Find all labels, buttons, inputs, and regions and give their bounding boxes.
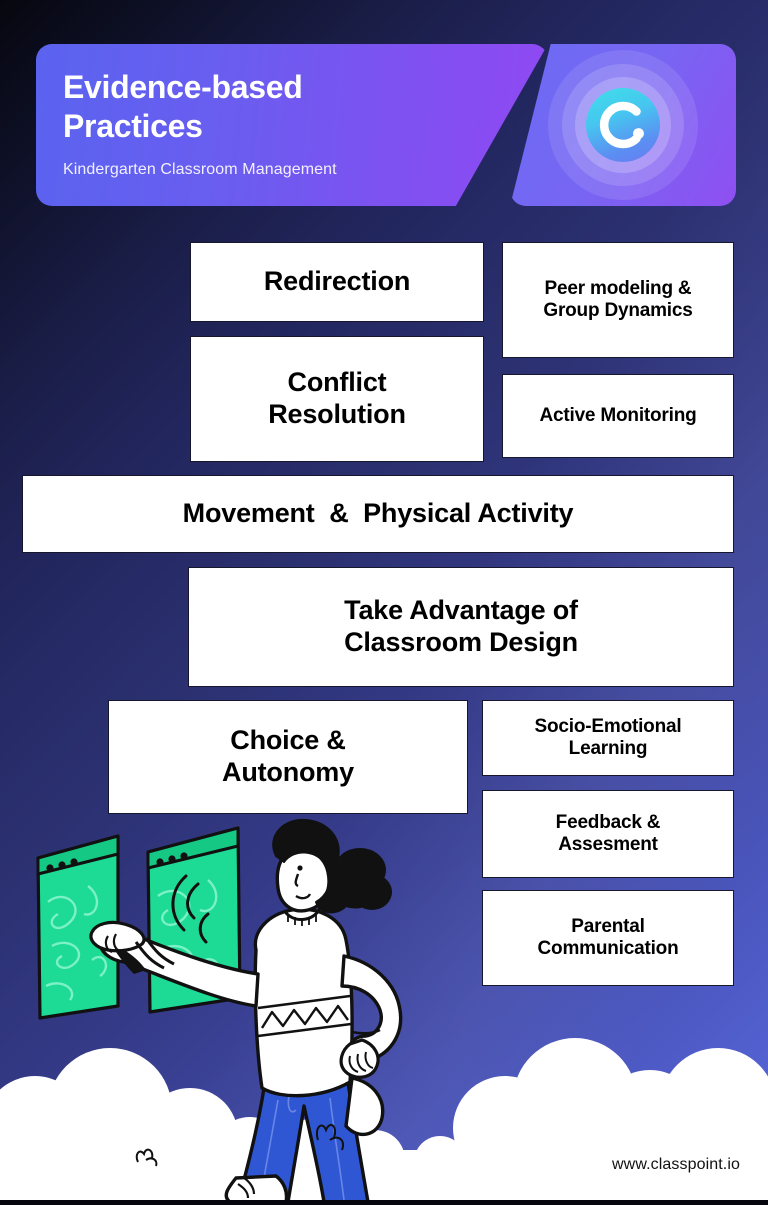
arm-pointing [89,920,260,1008]
jeans [236,1080,370,1204]
grass-tufts [135,1123,344,1167]
sweater [253,907,354,1098]
card-movement-label: Movement & Physical Activity [182,498,574,529]
card-peer-modeling-label: Peer modeling &Group Dynamics [543,277,693,321]
header: Evidence-based Practices Kindergarten Cl… [0,0,768,250]
card-choice-autonomy-label: Choice &Autonomy [222,725,354,787]
page-title-line-1: Evidence-based [63,69,303,105]
card-redirection-label: Redirection [263,266,411,297]
woman-pointing-at-screens-illustration [0,810,470,1204]
head [272,818,392,914]
footer-url[interactable]: www.classpoint.io [612,1156,740,1173]
arm-right [339,954,403,1079]
page-subtitle: Kindergarten Classroom Management [63,161,337,179]
shoe-raised [344,1076,385,1137]
card-redirection[interactable]: Redirection [190,242,484,322]
header-banner: Evidence-based Practices Kindergarten Cl… [36,44,548,206]
card-choice-autonomy[interactable]: Choice &Autonomy [108,700,468,814]
card-peer-modeling[interactable]: Peer modeling &Group Dynamics [502,242,734,358]
card-feedback[interactable]: Feedback &Assesment [482,790,734,878]
screen-panel-left [36,834,120,1020]
page-title: Evidence-based Practices [63,68,548,146]
card-active-monitoring-label: Active Monitoring [539,404,697,426]
page-title-line-2: Practices [63,108,203,145]
logo-panel [510,44,736,206]
classpoint-logo-icon [586,88,660,162]
card-active-monitoring[interactable]: Active Monitoring [502,374,734,458]
shoe-ground [224,1174,289,1204]
card-feedback-label: Feedback &Assesment [555,811,661,855]
card-movement[interactable]: Movement & Physical Activity [22,475,734,553]
